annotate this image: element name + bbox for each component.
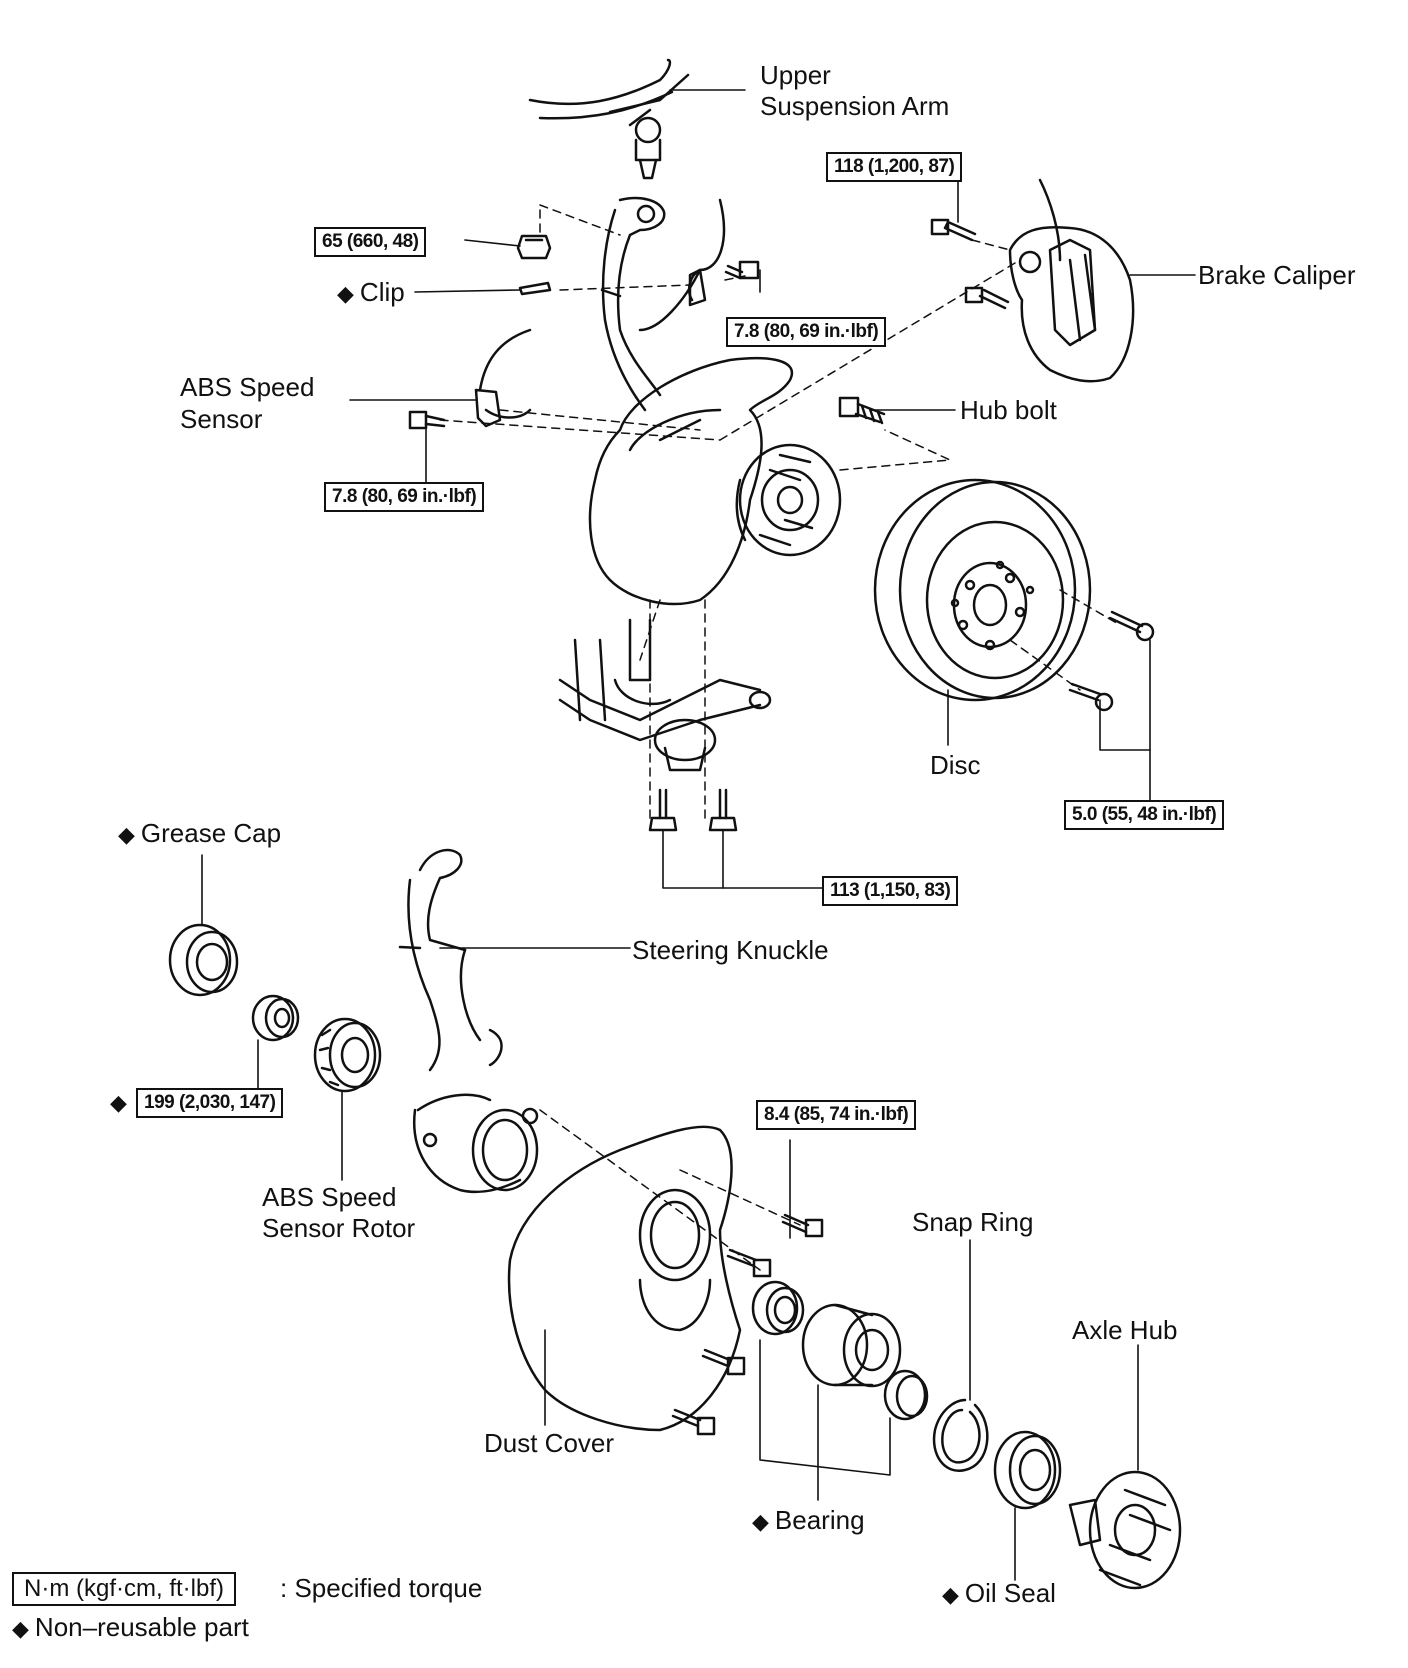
upper-suspension-arm (528, 58, 690, 180)
dust-cover-upper (588, 356, 794, 606)
knuckle-lower (398, 848, 539, 1194)
label-bearing-text: Bearing (774, 1505, 865, 1535)
dust-cover-bolts (671, 1213, 824, 1436)
bearing-main (801, 1303, 902, 1388)
torque-sensor-clamp: 7.8 (80, 69 in.·lbf) (726, 317, 887, 347)
sensor-bolt (408, 410, 446, 430)
torque-dust-cover-bolt: 8.4 (85, 74 in.·lbf) (756, 1100, 917, 1130)
hub-nut-part (251, 994, 300, 1042)
nonreusable-mark-grease-cap: ◆ (118, 822, 135, 847)
clip-part (518, 281, 552, 296)
legend-unit-text: : Specified torque (280, 1573, 483, 1603)
label-oil-seal-text: Oil Seal (964, 1578, 1056, 1608)
label-hub-bolt: Hub bolt (960, 395, 1057, 425)
caliper-bolts (930, 218, 1010, 310)
abs-sensor-wire (474, 198, 726, 428)
nonreusable-mark-bearing: ◆ (752, 1509, 769, 1534)
oil-seal-part (993, 1430, 1062, 1510)
label-abs-sensor-1: ABS Speed (180, 372, 315, 402)
label-clip: ◆Clip (337, 277, 405, 309)
label-upper-arm-2: Suspension Arm (760, 91, 950, 121)
lower-arm-assembly (558, 618, 772, 772)
abs-rotor-part (313, 1017, 382, 1093)
label-oil-seal: ◆Oil Seal (942, 1578, 1056, 1610)
label-upper-arm-1: Upper (760, 60, 831, 90)
label-clip-text: Clip (359, 277, 405, 307)
nonreusable-mark-clip: ◆ (337, 281, 354, 306)
leader-lines (201, 89, 1196, 1581)
axle-hub-lower (1068, 1470, 1182, 1590)
label-steering-knuckle: Steering Knuckle (632, 935, 829, 965)
label-abs-rotor-1: ABS Speed (262, 1182, 397, 1212)
torque-sensor-bolt: 7.8 (80, 69 in.·lbf) (324, 482, 485, 512)
label-disc: Disc (930, 750, 981, 780)
nonreusable-mark-legend: ◆ (12, 1616, 29, 1641)
knuckle-nut (516, 234, 552, 260)
torque-caliper-bolt: 118 (1,200, 87) (826, 152, 963, 182)
label-axle-hub: Axle Hub (1072, 1315, 1178, 1345)
label-grease-cap-text: Grease Cap (140, 818, 282, 848)
label-brake-caliper: Brake Caliper (1198, 260, 1356, 290)
sensor-clamp-bolt (724, 260, 760, 280)
torque-disc-screw: 5.0 (55, 48 in.·lbf) (1064, 800, 1225, 830)
legend-nonreusable: ◆Non–reusable part (12, 1612, 249, 1644)
torque-hub-nut: 199 (2,030, 147) (136, 1088, 284, 1118)
label-abs-rotor-2: Sensor Rotor (262, 1213, 416, 1243)
dust-cover-lower (507, 1125, 742, 1432)
snap-ring-part (932, 1398, 989, 1473)
label-grease-cap: ◆Grease Cap (118, 818, 281, 850)
guide-lines (439, 204, 1121, 1271)
torque-knuckle-nut: 65 (660, 48) (314, 227, 427, 257)
lower-arm-bolts (648, 788, 738, 832)
label-abs-sensor-2: Sensor (180, 404, 263, 434)
legend-nonreusable-text: Non–reusable part (34, 1612, 249, 1642)
legend-unit-box: N·m (kgf·cm, ft·lbf) (12, 1572, 236, 1606)
bearing-outer-race (751, 1280, 805, 1336)
torque-lower-arm-bolt: 113 (1,150, 83) (822, 876, 959, 906)
disc-part (873, 478, 1092, 702)
bearing-inner-race (883, 1369, 929, 1421)
label-snap-ring: Snap Ring (912, 1207, 1034, 1237)
disc-screws (1068, 610, 1155, 712)
nonreusable-mark-hub-nut: ◆ (110, 1090, 127, 1115)
grease-cap-part (168, 923, 239, 997)
label-bearing: ◆Bearing (752, 1505, 865, 1537)
label-dust-cover: Dust Cover (484, 1428, 615, 1458)
knuckle-upper (600, 196, 666, 412)
axle-hub-upper (735, 443, 842, 557)
hub-bolt-part (838, 396, 886, 425)
nonreusable-mark-oil-seal: ◆ (942, 1582, 959, 1607)
brake-caliper (1008, 178, 1135, 383)
